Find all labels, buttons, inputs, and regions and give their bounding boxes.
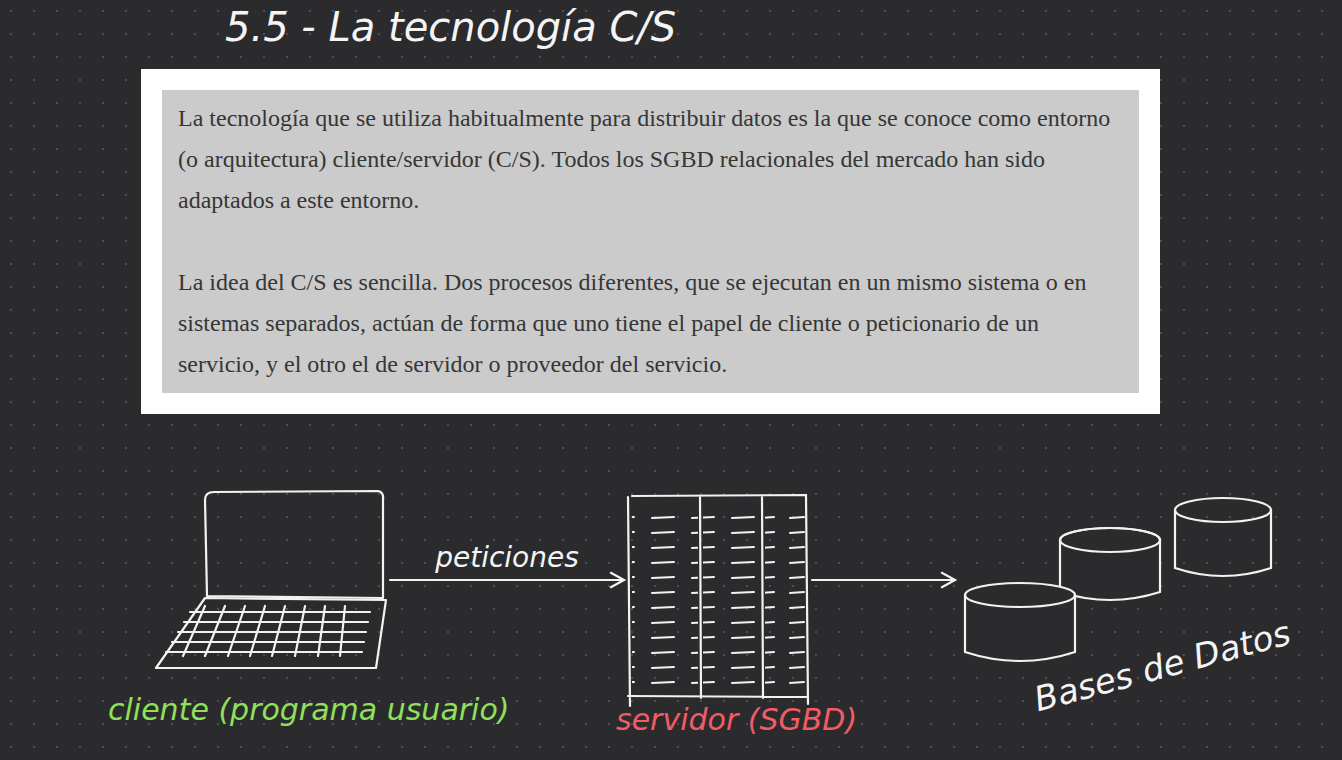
client-laptop: cliente (programa usuario) bbox=[150, 486, 390, 674]
keyboard-columns bbox=[183, 606, 345, 656]
cylinder bbox=[965, 583, 1075, 661]
body-paragraph: La idea del C/S es sencilla. Dos proceso… bbox=[178, 262, 1123, 385]
rack-slots bbox=[765, 505, 805, 691]
server-rack-drawing bbox=[628, 495, 808, 706]
cylinder bbox=[1060, 528, 1160, 600]
connector-line bbox=[812, 579, 955, 581]
client-label: cliente (programa usuario) bbox=[108, 692, 510, 727]
laptop-screen bbox=[205, 491, 383, 598]
server-label: servidor (SGBD) bbox=[616, 702, 857, 737]
rack-slots bbox=[632, 505, 698, 691]
laptop-drawing bbox=[156, 491, 386, 668]
laptop-base bbox=[156, 598, 386, 668]
connector-line bbox=[390, 579, 624, 581]
server-rack: servidor (SGBD) bbox=[624, 490, 812, 708]
arrow-connector bbox=[812, 573, 955, 587]
rack-slots bbox=[703, 505, 761, 691]
database-label: Bases de Datos bbox=[1030, 612, 1295, 719]
database-group: Bases de Datos bbox=[955, 495, 1300, 730]
arrowhead bbox=[611, 573, 624, 587]
handwritten-title: 5.5 - La tecnología C/S bbox=[225, 4, 676, 50]
rack-frame bbox=[628, 495, 808, 706]
cylinder bbox=[1175, 498, 1271, 576]
arrow-connector bbox=[390, 573, 624, 587]
arrowhead bbox=[942, 573, 955, 587]
text-panel: La tecnología que se utiliza habitualmen… bbox=[141, 69, 1160, 414]
keyboard-rows bbox=[166, 612, 370, 652]
edge-label: peticiones bbox=[435, 541, 579, 574]
body-paragraph: La tecnología que se utiliza habitualmen… bbox=[178, 98, 1123, 221]
